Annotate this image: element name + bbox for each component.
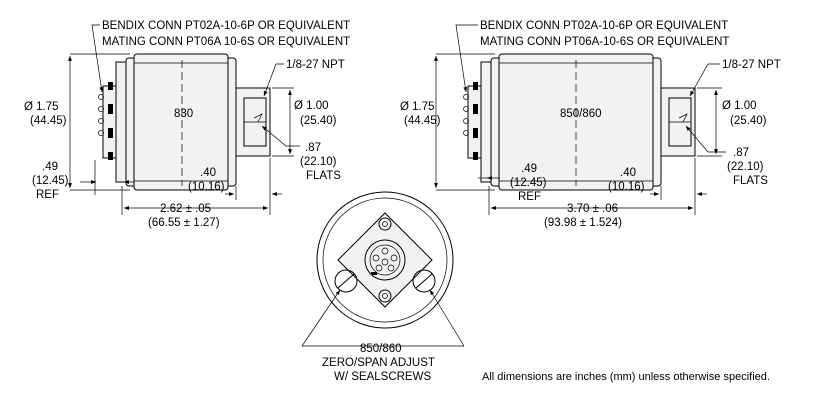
right-body-dia-mm: (44.45) bbox=[404, 115, 441, 127]
left-port-len-in: .40 bbox=[200, 167, 216, 179]
right-npt-label: 1/8-27 NPT bbox=[722, 59, 781, 71]
right-port-dia-in: Ø 1.00 bbox=[722, 100, 757, 112]
end-outer-ring bbox=[316, 191, 454, 329]
right-connector-leader bbox=[455, 24, 478, 93]
left-npt-leader bbox=[263, 63, 284, 97]
zero-adjust-sealscrew-icon bbox=[334, 269, 358, 293]
left-overall-in: 2.62 ± .05 bbox=[160, 203, 211, 215]
footnote: All dimensions are inches (mm) unless ot… bbox=[482, 371, 770, 383]
right-body-dia-in: Ø 1.75 bbox=[400, 101, 435, 113]
span-adjust-sealscrew-icon bbox=[412, 269, 436, 293]
right-ref-in: .49 bbox=[521, 163, 537, 175]
right-pressure-port bbox=[660, 87, 696, 157]
left-connector-note-1: BENDIX CONN PT02A-10-6P OR EQUIVALENT bbox=[102, 20, 350, 32]
right-connector-note-2: MATING CONN PT06A-10-6S OR EQUIVALENT bbox=[480, 36, 729, 48]
flange-screw-icon bbox=[378, 289, 392, 303]
right-overall-mm: (93.98 ± 1.524) bbox=[544, 217, 622, 229]
left-port-len-mm: (10.16) bbox=[188, 181, 225, 193]
connector-flange bbox=[337, 212, 433, 308]
left-ref-in: .49 bbox=[42, 161, 58, 173]
left-npt-label: 1/8-27 NPT bbox=[286, 59, 345, 71]
right-flats-in: .87 bbox=[733, 147, 749, 159]
right-side-view: BENDIX CONN PT02A-10-6P OR EQUIVALENT MA… bbox=[400, 20, 781, 229]
right-flats-mm: (22.10) bbox=[727, 161, 764, 173]
right-connector bbox=[463, 61, 492, 183]
end-view-label-3: W/ SEALSCREWS bbox=[334, 371, 431, 383]
right-port-dia-mm: (25.40) bbox=[730, 115, 767, 127]
left-body bbox=[125, 53, 237, 191]
right-model-label: 850/860 bbox=[560, 108, 602, 120]
left-body-dia-mm: (44.45) bbox=[30, 115, 67, 127]
left-port-dia-in: Ø 1.00 bbox=[294, 100, 329, 112]
left-flats-label: FLATS bbox=[306, 170, 341, 182]
right-ref-label: REF bbox=[518, 191, 541, 203]
left-connector bbox=[98, 61, 127, 183]
right-flats-leader bbox=[685, 125, 726, 153]
left-flats-in: .87 bbox=[305, 142, 321, 154]
end-view-label-2: ZERO/SPAN ADJUST bbox=[322, 357, 435, 369]
left-flats-leader bbox=[261, 125, 300, 147]
left-connector-note-2: MATING CONN PT06A 10-6S OR EQUIVALENT bbox=[102, 36, 350, 48]
left-connector-leader bbox=[91, 24, 104, 93]
left-body-dia-in: Ø 1.75 bbox=[24, 101, 59, 113]
right-port-len-mm: (10.16) bbox=[608, 181, 645, 193]
end-view: 850/860 ZERO/SPAN ADJUST W/ SEALSCREWS bbox=[301, 191, 465, 383]
left-ref-mm: (12.45) bbox=[32, 175, 69, 187]
right-overall-in: 3.70 ± .06 bbox=[567, 203, 618, 215]
left-side-view: BENDIX CONN PT02A-10-6P OR EQUIVALENT MA… bbox=[24, 20, 350, 229]
right-port-len-in: .40 bbox=[620, 167, 636, 179]
span-adjust-leader bbox=[429, 289, 465, 347]
flange-screw-icon bbox=[378, 217, 392, 231]
right-connector-note-1: BENDIX CONN PT02A-10-6P OR EQUIVALENT bbox=[480, 20, 728, 32]
end-view-label-1: 850/860 bbox=[360, 343, 402, 355]
left-flats-mm: (22.10) bbox=[300, 156, 337, 168]
left-model-label: 830 bbox=[174, 108, 193, 120]
left-overall-mm: (66.55 ± 1.27) bbox=[148, 217, 220, 229]
left-ref-label: REF bbox=[36, 189, 59, 201]
right-flats-label: FLATS bbox=[733, 175, 768, 187]
right-ref-mm: (12.45) bbox=[510, 177, 547, 189]
connector-face bbox=[364, 239, 406, 281]
left-pressure-port bbox=[235, 87, 271, 157]
right-npt-leader bbox=[689, 63, 720, 97]
left-port-dia-mm: (25.40) bbox=[300, 115, 337, 127]
zero-adjust-leader bbox=[301, 289, 341, 347]
right-body bbox=[490, 53, 662, 191]
